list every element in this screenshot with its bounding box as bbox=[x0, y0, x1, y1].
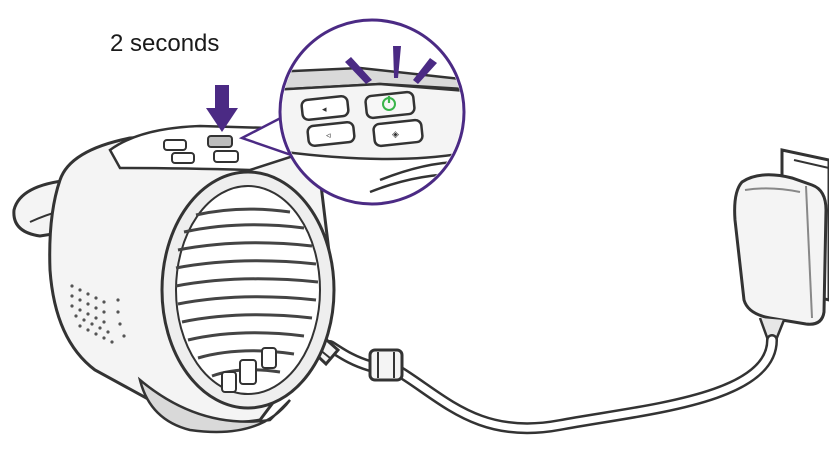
svg-text:◈: ◈ bbox=[392, 130, 399, 140]
svg-text:◃: ◃ bbox=[326, 131, 331, 141]
zoomed-button-1: ◂ bbox=[301, 96, 349, 121]
zoomed-button-3: ◃ bbox=[307, 122, 355, 147]
top-button-3[interactable] bbox=[172, 153, 194, 163]
top-button-4[interactable] bbox=[214, 151, 238, 162]
projector bbox=[14, 126, 334, 432]
zoomed-power-button bbox=[365, 92, 415, 119]
svg-text:◂: ◂ bbox=[322, 105, 327, 115]
down-arrow-icon bbox=[206, 85, 238, 132]
port-usb-c bbox=[262, 348, 276, 368]
top-power-button[interactable] bbox=[208, 136, 232, 147]
ferrite-bead bbox=[370, 350, 402, 380]
power-cable bbox=[288, 318, 772, 428]
power-adapter bbox=[735, 175, 826, 340]
port-hdmi bbox=[240, 360, 256, 384]
zoomed-button-4: ◈ bbox=[373, 120, 423, 147]
port-audio bbox=[222, 372, 236, 392]
top-button-1[interactable] bbox=[164, 140, 186, 150]
